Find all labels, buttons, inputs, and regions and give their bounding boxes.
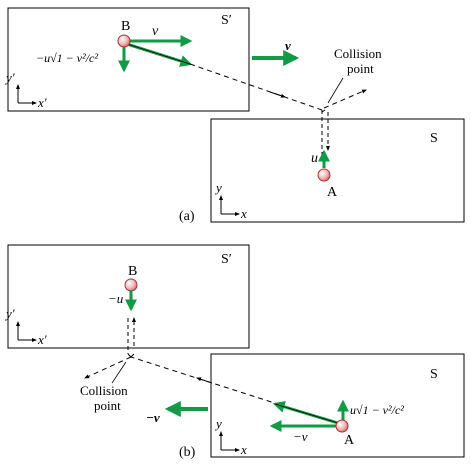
ball-b-label-a: B: [121, 19, 130, 34]
frame-s-prime-b-name: S′: [221, 252, 232, 267]
ball-a-label-a: A: [327, 185, 338, 200]
velocity-v-label-a: v: [152, 24, 159, 39]
axis-x-prime-b: x′: [37, 332, 47, 347]
frame-velocity-label-a: v⃗: [285, 38, 301, 53]
trajectory-b-a: [189, 63, 323, 111]
frame-s-b: [210, 353, 465, 458]
frame-s-a-name: S: [430, 131, 438, 146]
ball-b-label-b: B: [128, 264, 137, 279]
velocity-minus-u-label-b: −u: [108, 291, 124, 306]
axis-y-prime-a: y′: [4, 70, 15, 85]
axes-s-a: y x: [214, 180, 247, 221]
axis-x-prime-a: x′: [37, 95, 47, 110]
axis-y-a: y: [214, 180, 222, 195]
velocity-minus-v-label-b: −v: [293, 429, 308, 444]
axes-s-prime-a: y′ x′: [4, 70, 47, 110]
frame-s-b-name: S: [430, 367, 438, 382]
ball-b-b: [124, 278, 138, 292]
frame-s-prime-a-name: S′: [221, 13, 232, 28]
axes-s-b: y x: [214, 416, 247, 457]
ball-b-a: [117, 34, 131, 48]
axes-s-prime-b: y′ x′: [4, 306, 47, 347]
velocity-vertical-label-b: u√1 − v²/c²: [350, 403, 404, 417]
velocity-vertical-label-a: −u√1 − v²/c²: [36, 51, 98, 65]
axis-x-b: x: [240, 442, 247, 457]
axis-y-prime-b: y′: [4, 306, 15, 321]
ball-a-b: [335, 419, 349, 433]
frame-s-a: [210, 118, 465, 223]
axis-x-a: x: [240, 206, 247, 221]
ball-a-a: [317, 168, 331, 182]
velocity-u-label-a: u: [311, 151, 318, 166]
frame-s-prime-a: [7, 7, 250, 112]
axis-y-b: y: [214, 416, 222, 431]
part-b-label: (b): [179, 445, 196, 460]
ball-a-label-b: A: [344, 433, 355, 448]
frame-velocity-label-b: −v⃗: [146, 410, 170, 425]
part-a-label: (a): [179, 209, 195, 224]
